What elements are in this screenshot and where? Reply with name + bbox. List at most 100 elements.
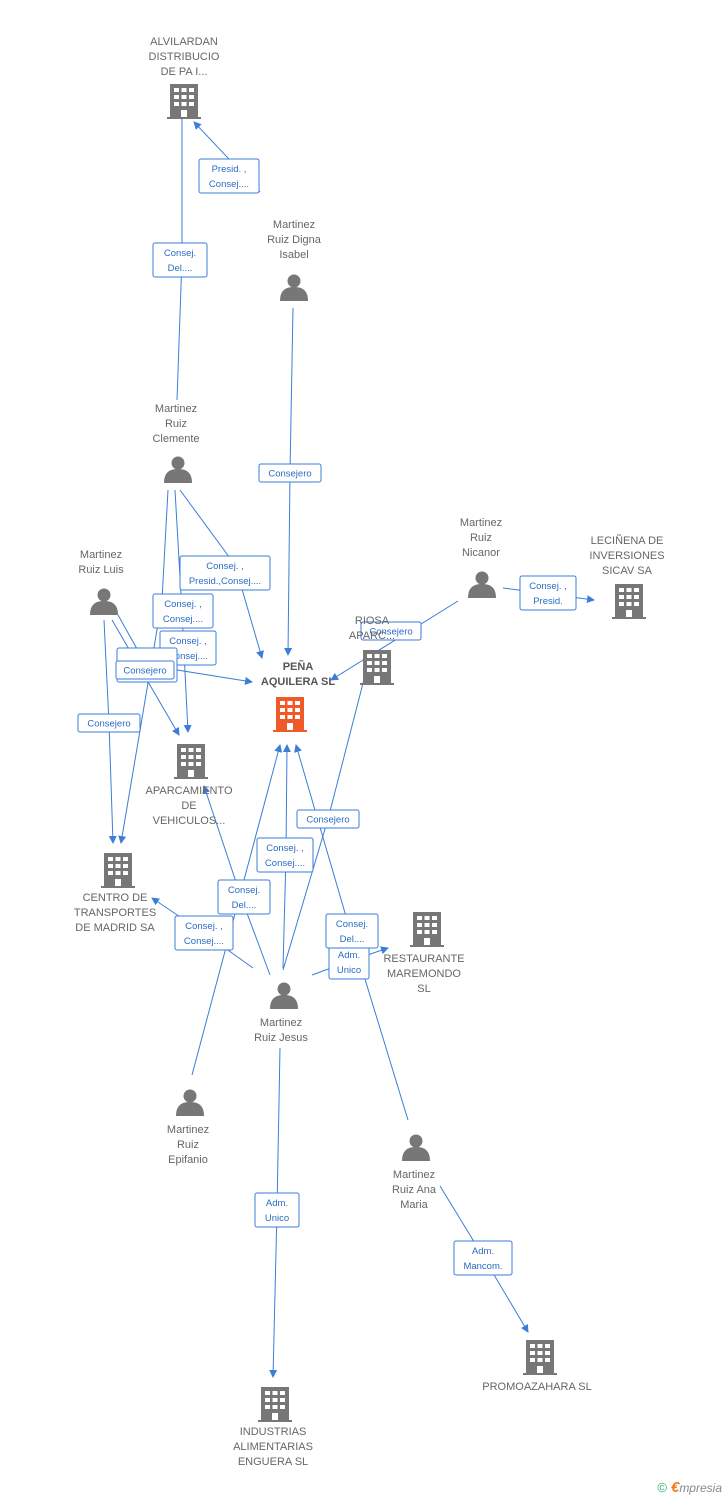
node-label-riosa: APARC...	[349, 630, 395, 642]
copyright-icon: ©	[657, 1480, 667, 1495]
node-label-industrias: INDUSTRIAS	[240, 1426, 307, 1438]
relation-badge-box	[152, 593, 214, 629]
relation-label: Del....	[232, 900, 257, 911]
relation-badge-jesus-centro[interactable]: Consej. , Consej....	[174, 915, 234, 951]
node-label-alvilardan: DISTRIBUCIO	[149, 51, 220, 63]
node-label-aparcamiento: VEHICULOS...	[153, 815, 226, 827]
relation-badge-anamaria-promoazahara[interactable]: Adm.Mancom.	[453, 1240, 513, 1276]
relation-badge-clemente-pena[interactable]: Consej. , Presid.,Consej....	[179, 555, 271, 591]
person-icon[interactable]	[402, 1134, 430, 1162]
node-aparcamiento[interactable]: APARCAMIENTODEVEHICULOS...	[146, 744, 233, 827]
relation-label: Presid.	[533, 596, 563, 607]
relation-label: Consej. ,	[185, 921, 223, 932]
relation-badge-luis-aparcamiento[interactable]: Consejero	[115, 660, 175, 680]
relation-label: Consejero	[268, 469, 311, 480]
node-riosa[interactable]: RIOSA APARC...	[349, 615, 395, 685]
node-label-leciniena: SICAV SA	[602, 565, 653, 577]
relation-badge-anamaria-pena[interactable]: Consej.Del....	[325, 913, 379, 949]
relation-badge-jesus-riosa[interactable]: Consejero	[296, 809, 360, 829]
building-icon[interactable]	[410, 912, 444, 947]
node-label-clemente: Clemente	[152, 433, 199, 445]
relation-label: Consej. ,	[206, 561, 244, 572]
relation-badge-clemente-alvilardan[interactable]: Consej.Del....	[152, 242, 208, 278]
relation-label: Consejero	[369, 627, 412, 638]
building-icon[interactable]	[360, 650, 394, 685]
node-industrias[interactable]: INDUSTRIAS ALIMENTARIAS ENGUERA SL	[233, 1387, 313, 1468]
relation-label: Consej....	[184, 936, 224, 947]
node-label-centro: CENTRO DE	[83, 892, 148, 904]
building-icon[interactable]	[612, 584, 646, 619]
relation-badge-box	[179, 555, 271, 591]
relation-badge-jesus-aparcamiento[interactable]: Consej. Del....	[217, 879, 271, 915]
relation-label: Consej. ,	[266, 843, 304, 854]
relation-badge-digna-alvilardan[interactable]: Presid. ,Consej....	[198, 158, 260, 194]
building-icon[interactable]	[523, 1340, 557, 1375]
relation-label: Consej. ,	[169, 636, 207, 647]
building-icon[interactable]	[167, 84, 201, 119]
node-label-anamaria: Maria	[400, 1199, 428, 1211]
node-label-industrias: ENGUERA SL	[238, 1456, 308, 1468]
relation-label: Consej....	[265, 858, 305, 869]
person-icon[interactable]	[280, 274, 308, 302]
node-label-riosa: RIOSA	[355, 615, 390, 627]
relation-badge-luis-centro[interactable]: Consejero	[77, 713, 141, 733]
relation-label: Presid.,Consej....	[189, 576, 261, 587]
relation-badge-jesus-restaurante[interactable]: Adm.Unico	[328, 944, 370, 980]
person-icon[interactable]	[90, 588, 118, 616]
relation-label: Consejero	[123, 666, 166, 677]
node-label-jesus: Ruiz Jesus	[254, 1032, 308, 1044]
relation-badge-jesus-industrias[interactable]: Adm.Unico	[254, 1192, 300, 1228]
node-label-industrias: ALIMENTARIAS	[233, 1441, 313, 1453]
relation-badge-clemente-aparcamiento[interactable]: Consej. ,Consej....	[152, 593, 214, 629]
node-label-epifanio: Epifanio	[168, 1154, 208, 1166]
person-icon[interactable]	[468, 571, 496, 599]
person-icon[interactable]	[164, 456, 192, 484]
relation-label: Consejero	[306, 815, 349, 826]
node-label-restaurante: MAREMONDO	[387, 968, 461, 980]
relation-label: Del....	[168, 263, 193, 274]
relation-badge-digna-pena[interactable]: Consejero	[258, 463, 322, 483]
building-icon[interactable]	[101, 853, 135, 888]
relation-badge-box	[174, 915, 234, 951]
person-icon[interactable]	[176, 1089, 204, 1117]
relation-badge-nicanor-pena[interactable]: Consejero	[360, 621, 422, 641]
relation-badge-box	[258, 463, 322, 483]
relation-label: Adm.	[266, 1198, 288, 1209]
node-promoazahara[interactable]: PROMOAZAHARA SL	[482, 1340, 592, 1393]
building-icon[interactable]	[258, 1387, 292, 1422]
relation-badge-nicanor-leciniena[interactable]: Consej. , Presid.	[519, 575, 577, 611]
node-label-pena: PEÑA	[283, 660, 314, 673]
node-restaurante[interactable]: RESTAURANTE MAREMONDO SL	[383, 912, 465, 995]
node-label-nicanor: Nicanor	[462, 547, 500, 559]
building-icon[interactable]	[273, 697, 307, 732]
relation-badge-box	[325, 913, 379, 949]
node-label-restaurante: RESTAURANTE	[383, 953, 464, 965]
node-label-restaurante: SL	[417, 983, 430, 995]
node-label-centro: TRANSPORTES	[74, 907, 156, 919]
node-label-clemente: Martinez	[155, 403, 197, 415]
relation-label: Consej....	[209, 179, 249, 190]
relation-label: Consej. ,	[529, 581, 567, 592]
relation-label: Consej.	[228, 885, 260, 896]
relation-badge-jesus-pena[interactable]: Consej. , Consej....	[256, 837, 314, 873]
relation-badge-box	[217, 879, 271, 915]
node-label-digna: Ruiz Digna	[267, 234, 322, 246]
person-icon[interactable]	[270, 982, 298, 1010]
relation-label: Consej....	[168, 651, 208, 662]
node-label-leciniena: INVERSIONES	[589, 550, 664, 562]
node-label-aparcamiento: APARCAMIENTO	[146, 785, 233, 797]
building-icon[interactable]	[174, 744, 208, 779]
node-label-epifanio: Martinez	[167, 1124, 209, 1136]
